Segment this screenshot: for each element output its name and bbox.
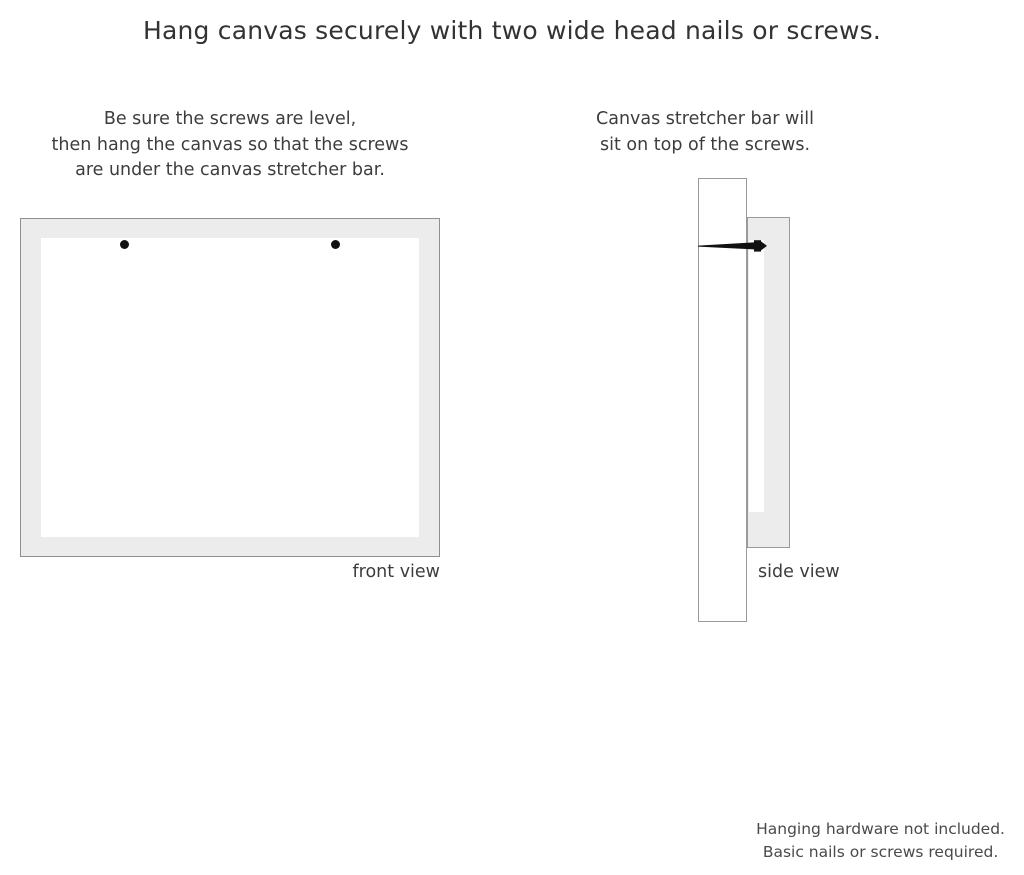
- front-view-caption: Be sure the screws are level, then hang …: [20, 107, 440, 184]
- page-title: Hang canvas securely with two wide head …: [142, 16, 882, 45]
- left-screw-dot-icon: [120, 240, 129, 249]
- wall-strip: [698, 178, 747, 622]
- footer-line-2: Basic nails or screws required.: [762, 843, 999, 861]
- front-view-diagram: [20, 218, 440, 557]
- right-screw-dot-icon: [331, 240, 340, 249]
- screw-side-icon: [698, 240, 767, 252]
- side-view-caption: Canvas stretcher bar will sit on top of …: [565, 107, 845, 158]
- canvas-frame-inner: [41, 238, 419, 537]
- side-view-caption-line-2: sit on top of the screws.: [599, 134, 811, 155]
- front-view-caption-line-2: then hang the canvas so that the screws: [51, 134, 409, 155]
- footer-line-1: Hanging hardware not included.: [756, 820, 1005, 838]
- footer-note: Hanging hardware not included. Basic nai…: [756, 818, 1005, 864]
- front-view-label: front view: [352, 562, 441, 582]
- stretcher-bar-inner-edge: [749, 240, 764, 512]
- front-view-caption-line-3: are under the canvas stretcher bar.: [75, 160, 385, 180]
- side-view-caption-line-1: Canvas stretcher bar will: [596, 109, 814, 129]
- side-view-label: side view: [758, 562, 840, 582]
- side-view-diagram: [690, 170, 830, 630]
- front-view-caption-line-1: Be sure the screws are level,: [103, 109, 357, 129]
